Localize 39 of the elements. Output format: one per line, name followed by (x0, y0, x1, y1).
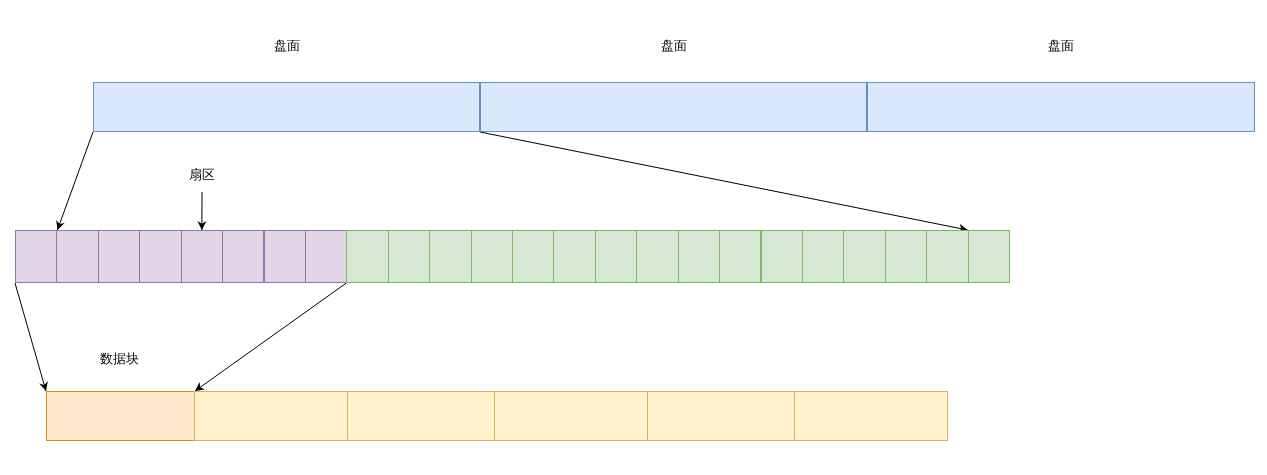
data-block (494, 391, 648, 441)
sector-cell (180, 230, 224, 283)
data-block-label: 数据块 (100, 351, 139, 367)
sector-cell (926, 230, 969, 283)
sector-cell (512, 230, 555, 283)
sector-cell (967, 230, 1010, 283)
sector-cell (760, 230, 803, 283)
sector-cell (553, 230, 596, 283)
sector-cell (801, 230, 845, 283)
sector-cell (56, 230, 99, 283)
sector-cell (346, 230, 389, 283)
data-block (46, 391, 195, 441)
sector-cell (884, 230, 928, 283)
arrow (14, 282, 48, 392)
data-block (794, 391, 948, 441)
sector-cell (97, 230, 141, 283)
sector-cell (429, 230, 472, 283)
arrow (194, 282, 347, 392)
data-block (647, 391, 795, 441)
sector-cell (387, 230, 431, 283)
sector-cell (594, 230, 638, 283)
platter-label: 盘面 (273, 38, 300, 54)
arrow (56, 131, 94, 231)
sector-cell (470, 230, 513, 283)
sector-cell (15, 230, 58, 283)
data-block (194, 391, 348, 441)
sector-cell (636, 230, 679, 283)
data-block (347, 391, 495, 441)
arrow (197, 191, 207, 231)
sector-cell (139, 230, 182, 283)
sector-cell (263, 230, 306, 283)
platter-label: 盘面 (1048, 38, 1074, 54)
platter-label: 盘面 (660, 38, 687, 54)
sector-cell (677, 230, 721, 283)
sector-cell (222, 230, 265, 283)
sector-cell (719, 230, 762, 283)
sector-cell (304, 230, 348, 283)
sector-cell (843, 230, 886, 283)
sector-label: 扇区 (186, 166, 218, 184)
